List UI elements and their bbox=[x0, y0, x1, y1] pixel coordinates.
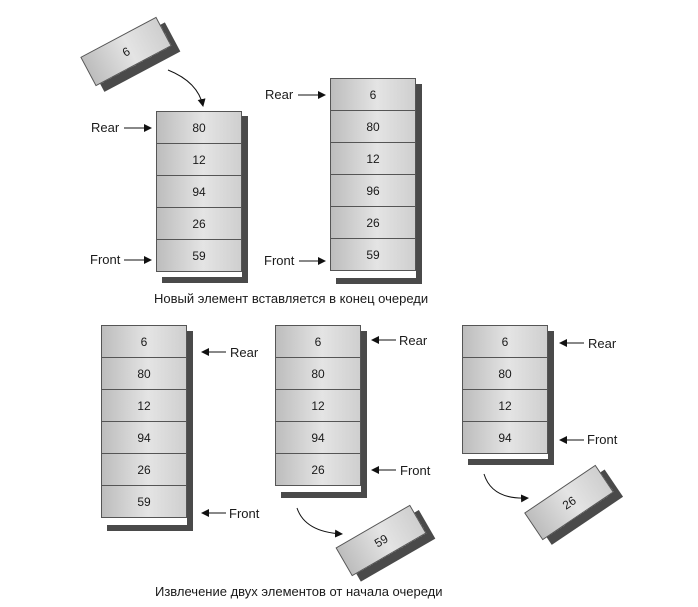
queue-after-insert: 6 80 12 96 26 59 bbox=[330, 78, 416, 271]
queue-cell: 12 bbox=[156, 143, 242, 176]
queue-cell: 94 bbox=[462, 421, 548, 454]
front-label: Front bbox=[90, 252, 121, 267]
queue-cell: 6 bbox=[275, 325, 361, 358]
queue-cell: 80 bbox=[101, 357, 187, 390]
queue-cell: 26 bbox=[330, 206, 416, 239]
queue-cell: 12 bbox=[101, 389, 187, 422]
removed-element-value: 59 bbox=[371, 531, 391, 550]
insert-caption: Новый элемент вставляется в конец очеред… bbox=[154, 291, 429, 306]
incoming-element-value: 6 bbox=[119, 43, 133, 60]
queue-cell: 6 bbox=[330, 78, 416, 111]
rear-label: Rear bbox=[399, 333, 428, 348]
queue-cell: 94 bbox=[275, 421, 361, 454]
rear-label: Rear bbox=[265, 87, 294, 102]
queue-cell: 59 bbox=[156, 239, 242, 272]
front-label: Front bbox=[264, 253, 295, 268]
removed-element-value: 26 bbox=[559, 492, 579, 513]
queue-cell: 26 bbox=[156, 207, 242, 240]
queue-before-insert: 80 12 94 26 59 bbox=[156, 111, 242, 272]
remove-caption: Извлечение двух элементов от начала очер… bbox=[155, 584, 443, 599]
rear-label: Rear bbox=[588, 336, 617, 351]
queue-cell: 6 bbox=[101, 325, 187, 358]
rear-label: Rear bbox=[230, 345, 259, 360]
remove-curve-arrow-1 bbox=[296, 507, 343, 538]
remove-curve-arrow-2 bbox=[483, 473, 529, 503]
queue-cell: 12 bbox=[462, 389, 548, 422]
queue-cell: 59 bbox=[330, 238, 416, 271]
queue-cell: 94 bbox=[156, 175, 242, 208]
queue-cell: 26 bbox=[275, 453, 361, 486]
queue-dequeue-start: 6 80 12 94 26 59 bbox=[101, 325, 187, 518]
front-label: Front bbox=[587, 432, 618, 447]
front-label: Front bbox=[229, 506, 260, 521]
queue-cell: 80 bbox=[330, 110, 416, 143]
front-label: Front bbox=[400, 463, 431, 478]
queue-dequeue-two: 6 80 12 94 bbox=[462, 325, 548, 454]
queue-cell: 80 bbox=[156, 111, 242, 144]
queue-cell: 26 bbox=[101, 453, 187, 486]
queue-cell: 12 bbox=[275, 389, 361, 422]
queue-cell: 6 bbox=[462, 325, 548, 358]
queue-cell: 12 bbox=[330, 142, 416, 175]
rear-label: Rear bbox=[91, 120, 120, 135]
queue-cell: 59 bbox=[101, 485, 187, 518]
queue-cell: 80 bbox=[275, 357, 361, 390]
queue-cell: 80 bbox=[462, 357, 548, 390]
queue-cell: 96 bbox=[330, 174, 416, 207]
insert-curve-arrow bbox=[167, 69, 206, 107]
queue-cell: 94 bbox=[101, 421, 187, 454]
queue-dequeue-one: 6 80 12 94 26 bbox=[275, 325, 361, 486]
